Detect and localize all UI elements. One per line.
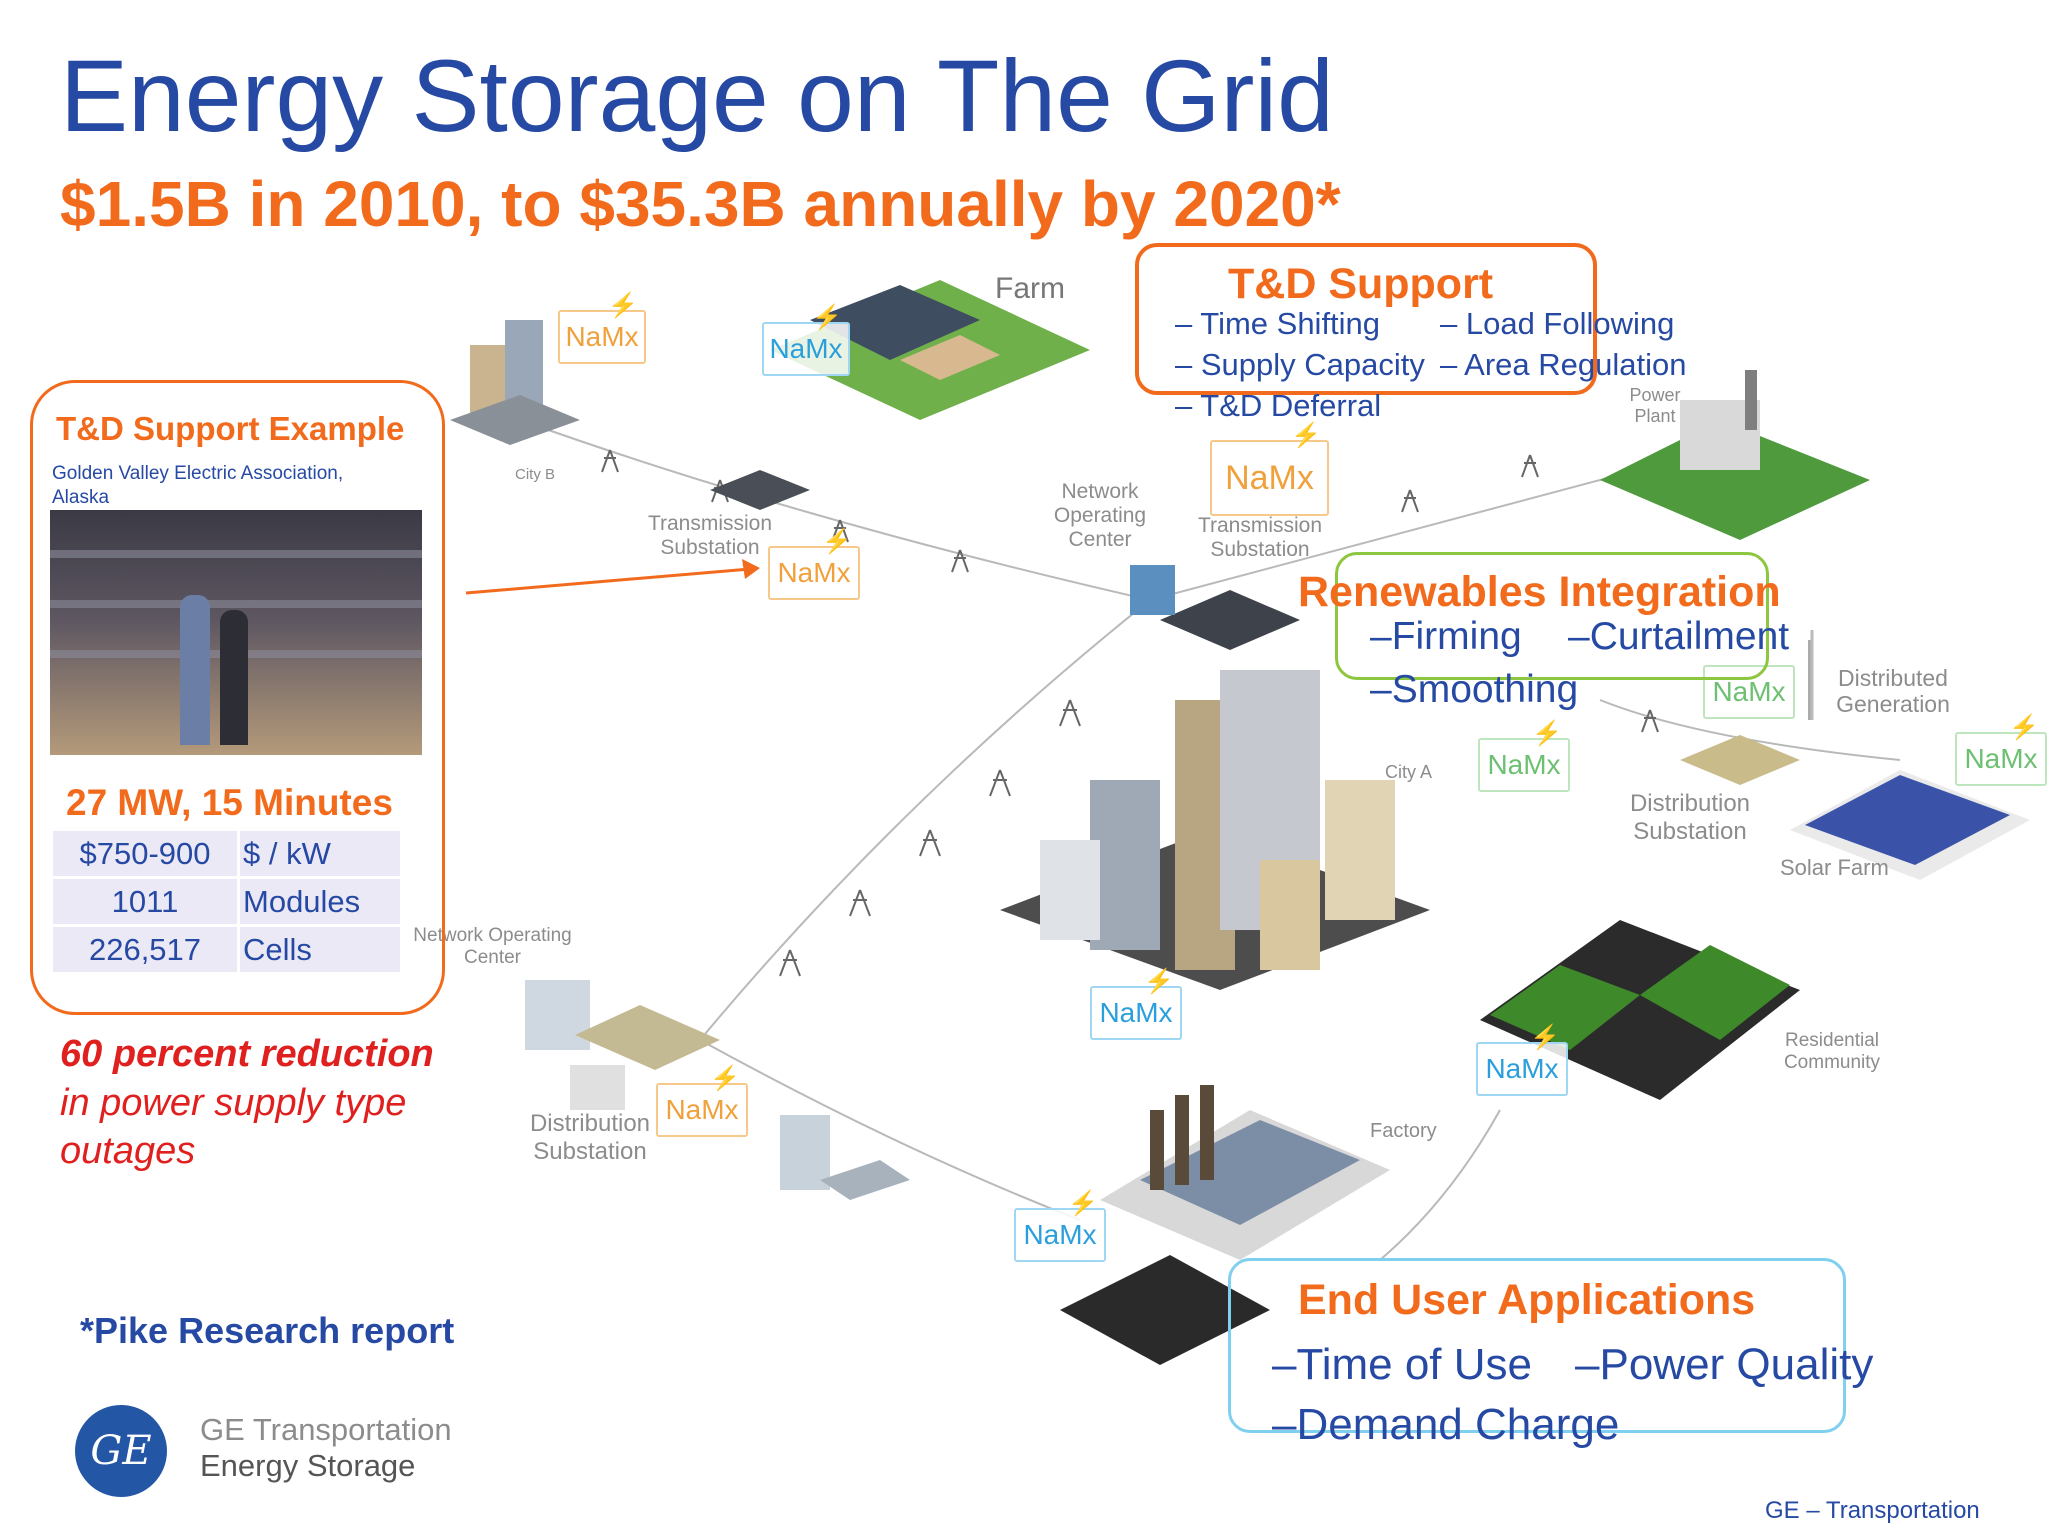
farm-label: Farm [995, 272, 1065, 305]
renewables-item-curtailment: –Curtailment [1568, 615, 1790, 658]
namx-badge-transmission-2: ⚡NaMx [1210, 424, 1329, 516]
renewables-item-firming: –Firming [1370, 615, 1522, 658]
end-user-item-demand-charge: –Demand Charge [1272, 1400, 1620, 1449]
namx-badge-city-a-base: ⚡NaMx [1090, 970, 1182, 1040]
city-a-label: City A [1385, 762, 1433, 782]
example-heading: T&D Support Example [56, 410, 405, 447]
td-support-box [1135, 243, 1597, 395]
distribution-substation-2-label: Distribution Substation [529, 1110, 651, 1165]
td-support-heading: T&D Support [1228, 260, 1494, 308]
renewables-item-smoothing: –Smoothing [1370, 668, 1579, 711]
ge-logo-icon: GE [75, 1405, 167, 1497]
td-item-time-shifting: – Time Shifting [1175, 306, 1381, 341]
reduction-rest: in power supply type outages [60, 1081, 407, 1173]
bolt-icon: ⚡ [2009, 714, 2039, 741]
bolt-icon: ⚡ [710, 1065, 740, 1092]
bolt-icon: ⚡ [1291, 422, 1321, 449]
namx-badge-city-b: ⚡NaMx [558, 294, 646, 364]
table-cell-value: 1011 [53, 879, 237, 924]
end-user-item-power-quality: –Power Quality [1575, 1340, 1874, 1389]
end-user-item-time-of-use: –Time of Use [1272, 1340, 1533, 1389]
logo-line-2: Energy Storage [200, 1448, 416, 1483]
table-cell-unit: Modules [240, 879, 400, 924]
solar-farm-label: Solar Farm [1780, 855, 1889, 880]
residential-community-label: Residential Community [1783, 1030, 1881, 1073]
reduction-bold: 60 percent reduction [60, 1033, 434, 1075]
network-operating-center-2-label: Network Operating Center [413, 925, 572, 968]
end-user-heading: End User Applications [1298, 1276, 1756, 1324]
transmission-substation-1-label: Transmission Substation [647, 512, 773, 560]
td-item-load-following: – Load Following [1440, 306, 1675, 341]
renewables-box [1335, 552, 1769, 680]
distributed-generation-label: Distributed Generation [1836, 665, 1950, 718]
distribution-substation-1-label: Distribution Substation [1629, 790, 1751, 845]
transmission-substation-2-label: Transmission Substation [1197, 514, 1323, 562]
logo-line-1: GE Transportation [200, 1412, 452, 1447]
namx-badge-factory: ⚡NaMx [1014, 1192, 1106, 1262]
td-item-td-deferral: – T&D Deferral [1175, 388, 1382, 423]
power-plant-label: Power Plant [1629, 385, 1681, 426]
page-subtitle: $1.5B in 2010, to $35.3B annually by 202… [60, 168, 1341, 240]
table-cell-value: 226,517 [53, 927, 237, 972]
battery-room-photo [50, 510, 422, 755]
bolt-icon: ⚡ [1530, 1024, 1560, 1051]
city-b-label: City B [515, 466, 556, 483]
namx-badge-solar: ⚡NaMx [1955, 716, 2047, 786]
network-operating-center-1-label: Network Operating Center [1053, 480, 1147, 552]
bolt-icon: ⚡ [812, 304, 842, 331]
example-location: Golden Valley Electric Association, Alas… [52, 463, 344, 508]
bolt-icon: ⚡ [1068, 1190, 1098, 1217]
bolt-icon: ⚡ [1144, 968, 1174, 995]
bolt-icon: ⚡ [608, 292, 638, 319]
footnote: *Pike Research report [80, 1310, 455, 1351]
td-item-supply-capacity: – Supply Capacity [1175, 347, 1425, 382]
factory-label: Factory [1370, 1120, 1437, 1142]
namx-badge-city-a: ⚡NaMx [1478, 722, 1570, 792]
table-cell-unit: Cells [240, 927, 400, 972]
namx-badge-farm: ⚡NaMx [762, 306, 850, 376]
namx-badge-residential: ⚡NaMx [1476, 1026, 1568, 1096]
bolt-icon: ⚡ [1532, 720, 1562, 747]
td-item-area-regulation: – Area Regulation [1440, 347, 1687, 382]
td-support-example-box [30, 380, 445, 1015]
arrow-example-to-substation [465, 559, 760, 595]
reduction-note: 60 percent reduction in power supply typ… [60, 1030, 480, 1176]
end-user-box [1228, 1258, 1846, 1433]
table-row: $750-900$ / kW [53, 831, 400, 876]
bolt-icon: ⚡ [822, 528, 852, 555]
namx-badge-transmission-1: ⚡NaMx [768, 530, 860, 600]
table-cell-value: $750-900 [53, 831, 237, 876]
page-title: Energy Storage on The Grid [60, 39, 1334, 153]
renewables-heading: Renewables Integration [1298, 568, 1781, 616]
namx-badge-distribution-2: ⚡NaMx [656, 1067, 748, 1137]
example-capacity: 27 MW, 15 Minutes [66, 782, 393, 823]
table-cell-unit: $ / kW [240, 831, 400, 876]
footer-text: GE – Transportation [1765, 1497, 1980, 1524]
